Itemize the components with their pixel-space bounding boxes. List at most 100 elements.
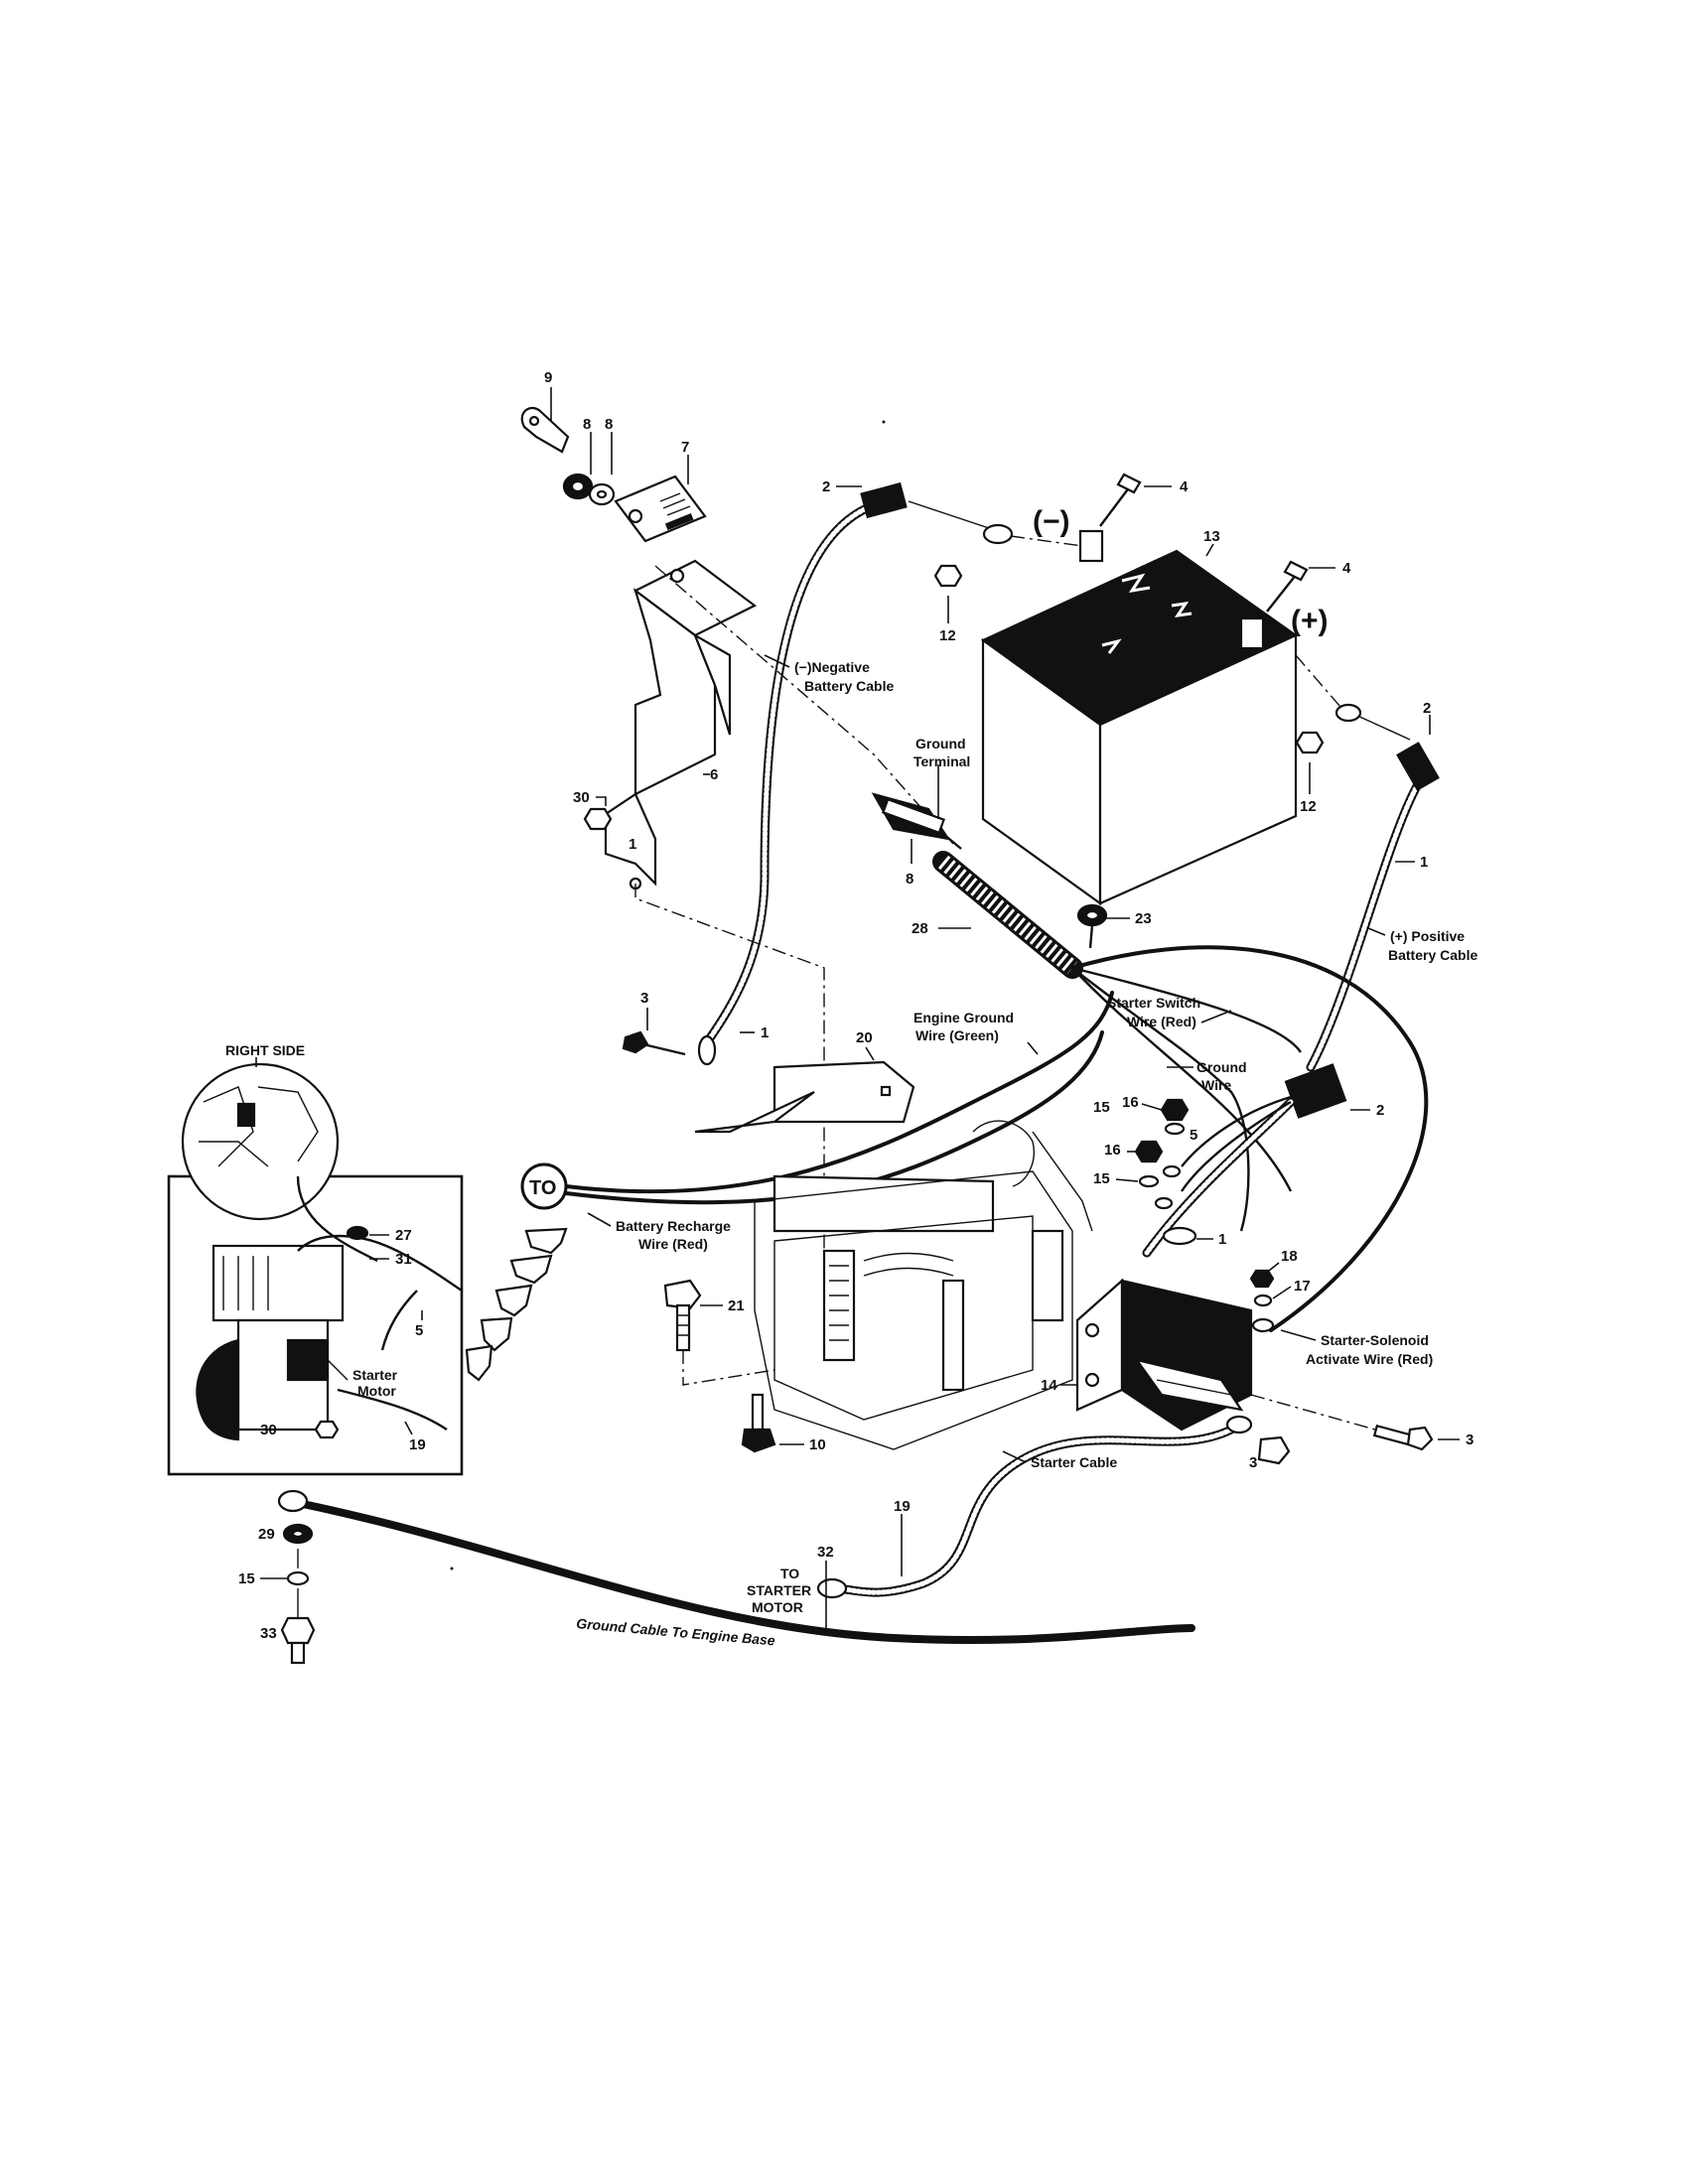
nut-30-inset [314,1420,340,1439]
mounting-plate-20 [694,1060,995,1233]
part-number: 13 [1203,528,1220,545]
key-tab-9 [520,406,570,454]
svg-text:Battery Cable: Battery Cable [1388,947,1477,963]
starter-solenoid-wire-label: Starter-Solenoid [1321,1332,1429,1348]
starter-solenoid-activate-wire [1070,945,1429,1332]
negative-cable-label: (−)Negative [794,659,870,675]
part-number: 29 [258,1526,275,1543]
part-number: 8 [605,416,613,433]
part-number: 19 [894,1498,911,1515]
negative-terminal [1078,529,1104,563]
bolt-21 [663,1279,702,1352]
svg-text:TO: TO [529,1177,556,1199]
screw-3-right [1372,1424,1434,1451]
part-number: 20 [856,1029,873,1046]
part-number: 12 [939,627,956,644]
part-number: 8 [583,416,591,433]
part-number: 12 [1300,798,1317,815]
hardware-29-15-33 [280,1523,316,1665]
svg-text:Wire (Green): Wire (Green) [915,1027,999,1043]
part-number: 4 [1180,478,1189,495]
engine-ground-wire-label: Engine Ground [913,1010,1014,1025]
ring-terminal [1225,1415,1253,1434]
hardware-18-17 [1249,1269,1275,1333]
cable-lug-lower [697,1034,717,1066]
bolt-4-positive [1266,560,1309,613]
part-number: 15 [1093,1099,1110,1116]
ground-terminal [871,792,962,850]
cable-boot-2-positive [1396,742,1440,791]
ring-terminal-starter [816,1577,848,1599]
part-number: 9 [544,369,552,386]
negative-symbol: (−) [1033,505,1070,538]
nut-12-negative [933,564,963,588]
to-starter-motor-label: TO [780,1566,799,1581]
part-number: 31 [395,1251,412,1268]
starter-switch-wire [1071,967,1250,1232]
direction-arrows [465,1227,568,1382]
part-number: 16 [1122,1094,1139,1111]
svg-text:Wire (Red): Wire (Red) [638,1236,708,1252]
engine-assembly [754,1120,1093,1450]
positive-cable-label: (+) Positive [1390,928,1465,944]
svg-text:Wire (Red): Wire (Red) [1127,1014,1196,1029]
part-number: 30 [260,1422,277,1438]
part-number: 2 [822,478,830,495]
positive-terminal [1239,616,1265,650]
part-number: 3 [640,990,648,1007]
hardware-stack [1134,1098,1190,1210]
wire-tie-23 [1076,903,1108,949]
starter-motor-inset-label: Starter [352,1367,398,1383]
svg-text:MOTOR: MOTOR [752,1599,803,1615]
starter-switch-wire-label: Starter Switch [1107,995,1200,1011]
part-number: 14 [1041,1377,1057,1394]
clip-27 [346,1225,369,1241]
ground-terminal-label: Ground [915,736,966,751]
part-number: 4 [1342,560,1351,577]
positive-symbol: (+) [1291,605,1329,637]
svg-text:Activate Wire (Red): Activate Wire (Red) [1306,1351,1433,1367]
part-number: 3 [1249,1454,1257,1471]
right-side-label: RIGHT SIDE [225,1042,305,1058]
nut-30-top [583,807,613,831]
ring-terminal-1 [1162,1226,1197,1246]
battery-hold-down-bracket [604,559,758,890]
part-number: 17 [1294,1278,1311,1295]
nut-12-positive [1295,731,1325,754]
part-number: 18 [1281,1248,1298,1265]
part-number: 7 [681,439,689,456]
negative-battery-cable [702,496,894,1047]
right-side-inset [167,1062,464,1476]
svg-text:Terminal: Terminal [913,753,970,769]
part-number: 23 [1135,910,1152,927]
part-number: 33 [260,1625,277,1642]
part-number: 30 [573,789,590,806]
svg-text:STARTER: STARTER [747,1582,811,1598]
svg-text:Wire: Wire [1201,1077,1231,1093]
bolt-10 [741,1393,776,1453]
cable-lug [908,500,999,532]
screw-3-left [622,1030,686,1056]
ground-wire-label: Ground [1196,1059,1247,1075]
to-circle: TO [520,1162,568,1210]
part-number: 19 [409,1436,426,1453]
part-number: 32 [817,1544,834,1561]
part-number: 3 [1466,1432,1474,1448]
part-number: 15 [238,1570,255,1587]
bolt-4-negative [1099,473,1142,527]
battery-recharge-wire [564,991,1114,1194]
part-number: 1 [1420,854,1428,871]
part-number: 6 [710,766,718,783]
cable-clamp-2 [1284,1063,1347,1119]
part-number: 16 [1104,1142,1121,1159]
nut-3-bottom [1257,1435,1291,1465]
part-number: 28 [912,920,928,937]
engine-ground-wire [564,1030,1104,1205]
cable-boot-2 [860,481,908,519]
decal-7 [614,475,707,543]
svg-text:Battery Cable: Battery Cable [804,678,894,694]
svg-text:Motor: Motor [357,1383,396,1399]
battery-recharge-wire-label: Battery Recharge [616,1218,731,1234]
